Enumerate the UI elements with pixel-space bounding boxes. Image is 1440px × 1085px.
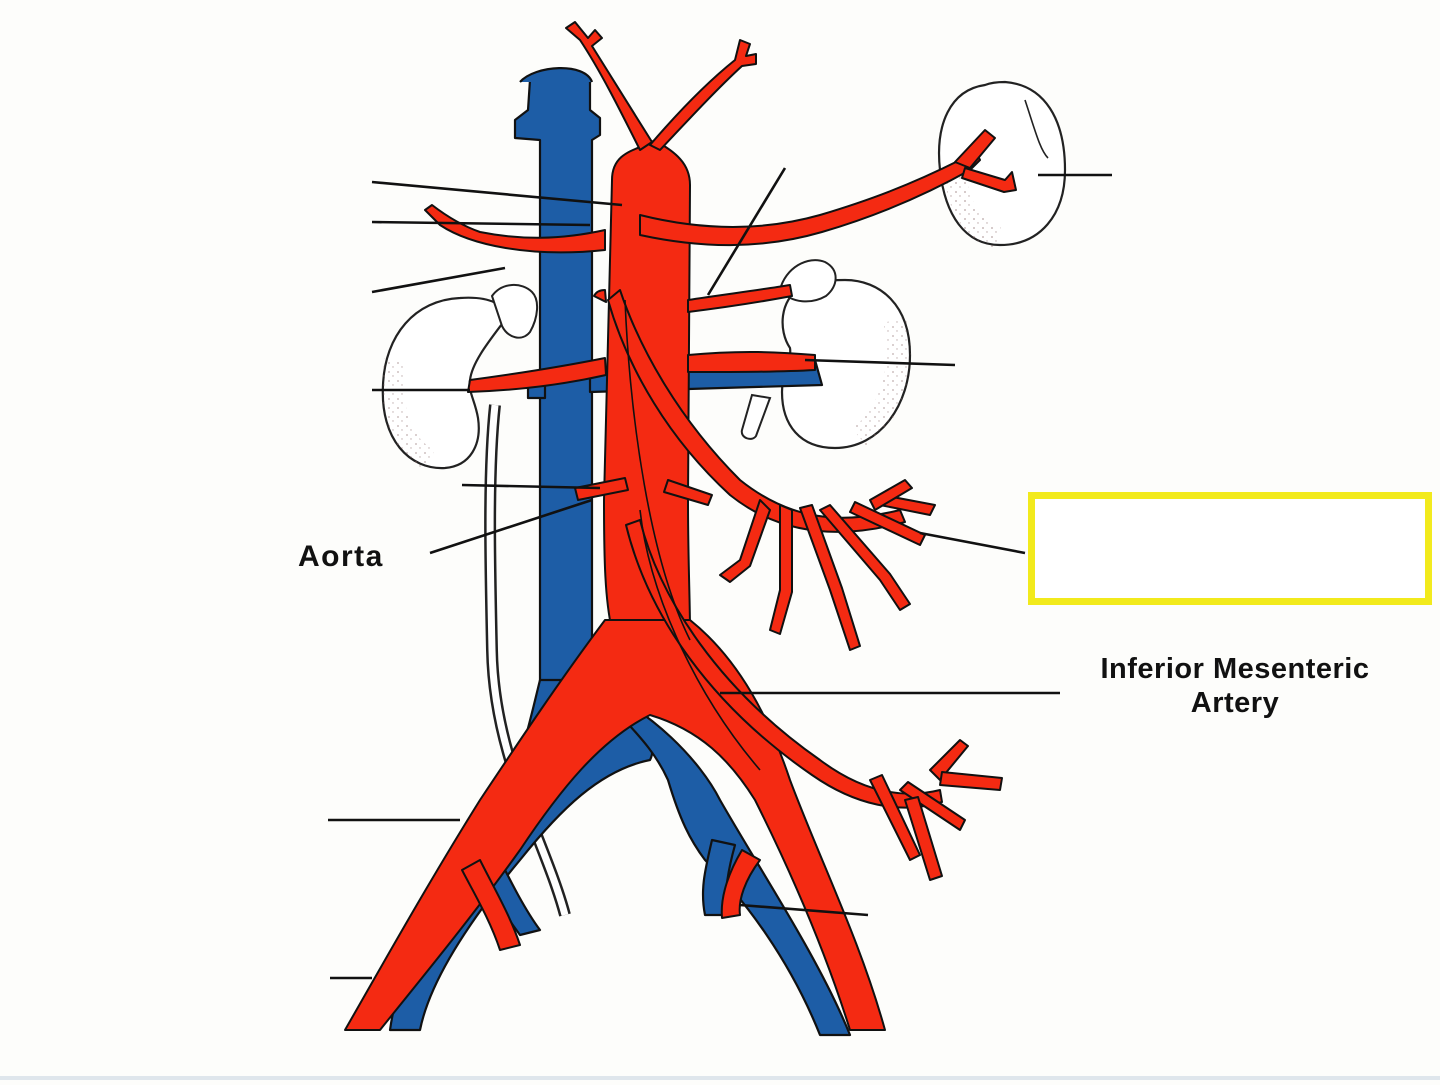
inferior-mesenteric-artery-label: Inferior Mesenteric Artery xyxy=(1040,652,1430,720)
leader-lines xyxy=(328,167,1112,980)
splenic-artery xyxy=(639,149,981,247)
right-adrenal-gland xyxy=(490,284,538,339)
spleen xyxy=(938,80,1067,249)
aorta-label: Aorta xyxy=(298,540,384,573)
left-kidney xyxy=(780,278,912,450)
hepatic-artery xyxy=(424,204,606,254)
answer-box[interactable] xyxy=(1028,492,1432,605)
superior-mesenteric-artery xyxy=(607,289,906,533)
inferior-mesenteric-artery xyxy=(625,519,943,809)
ima-label-line2: Artery xyxy=(1190,687,1280,719)
ima-label-line1: Inferior Mesenteric xyxy=(1100,653,1370,685)
left-adrenal-gland xyxy=(778,259,837,303)
left-ureter-stub xyxy=(740,393,772,440)
bottom-strip xyxy=(0,1076,1440,1080)
arteries xyxy=(344,21,1017,1031)
